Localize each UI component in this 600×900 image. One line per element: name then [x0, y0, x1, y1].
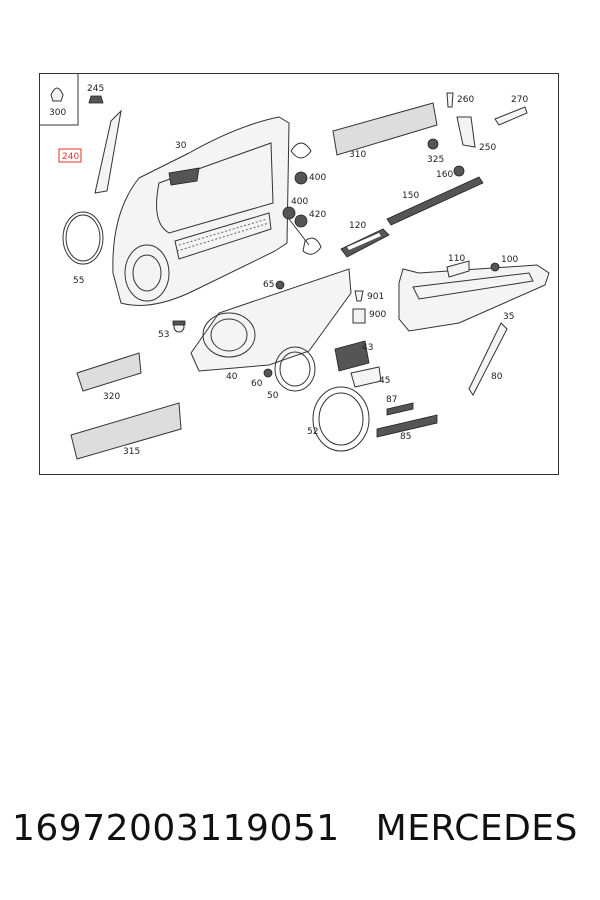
- part-43-switch: [334, 340, 370, 372]
- part-250-bracket: [456, 116, 476, 148]
- callout-110: 110: [448, 254, 465, 264]
- callout-100: 100: [501, 255, 518, 265]
- callout-300: 300: [49, 108, 66, 118]
- callout-53: 53: [158, 330, 169, 340]
- callout-320: 320: [103, 392, 120, 402]
- part-number: 16972003119051: [12, 808, 340, 849]
- callout-40: 40: [226, 372, 238, 382]
- part-80-cover: [468, 322, 508, 396]
- part-260-pin: [446, 92, 454, 108]
- callout-43: 43: [362, 343, 373, 353]
- part-245-nut: [88, 95, 104, 104]
- part-900-socket: [352, 308, 366, 324]
- part-30-door-panel: [112, 116, 290, 306]
- callout-52: 52: [307, 427, 318, 437]
- part-45-cover: [350, 366, 382, 388]
- callout-310: 310: [349, 150, 366, 160]
- parts-diagram-svg: 300 245 240 30 400 400 420 55 65 53 40 6…: [39, 73, 559, 475]
- part-35-rear-panel: [398, 264, 550, 332]
- part-315-mesh: [70, 402, 182, 460]
- callout-87: 87: [386, 395, 397, 405]
- callout-35: 35: [503, 312, 514, 322]
- callout-65: 65: [263, 280, 274, 290]
- callout-400-a: 400: [309, 173, 326, 183]
- part-160-clip: [453, 165, 465, 177]
- callout-900: 900: [369, 310, 386, 320]
- callout-315: 315: [123, 447, 140, 457]
- callout-160: 160: [436, 170, 453, 180]
- part-65-screw: [275, 280, 285, 290]
- part-100-screw: [490, 262, 500, 272]
- callout-420: 420: [309, 210, 326, 220]
- callout-80: 80: [491, 372, 503, 382]
- callout-120: 120: [349, 221, 366, 231]
- callout-240-highlight: [58, 148, 82, 163]
- part-40-lower-panel: [190, 268, 352, 372]
- callout-45: 45: [379, 376, 390, 386]
- brand-name: MERCEDES: [375, 808, 578, 849]
- footer-caption: 16972003119051 MERCEDES: [12, 808, 592, 856]
- callout-325: 325: [427, 155, 444, 165]
- callout-250: 250: [479, 143, 496, 153]
- part-320-mesh: [76, 352, 142, 392]
- callout-260: 260: [457, 95, 474, 105]
- parts-diagram: 300 245 240 30 400 400 420 55 65 53 40 6…: [39, 73, 559, 475]
- callout-901: 901: [367, 292, 384, 302]
- part-420-clip: [288, 218, 322, 255]
- part-50-ring: [274, 346, 316, 392]
- callout-60: 60: [251, 379, 263, 389]
- callout-85: 85: [400, 432, 411, 442]
- part-300-clip: [50, 87, 64, 102]
- callout-150: 150: [402, 191, 419, 201]
- part-55-ring: [62, 211, 104, 265]
- callout-30: 30: [175, 141, 187, 151]
- part-325-nut: [427, 138, 439, 150]
- part-52-ring: [312, 386, 370, 452]
- part-53-pin: [172, 320, 186, 333]
- part-120-handle: [340, 228, 390, 258]
- part-150-strip: [386, 176, 484, 226]
- part-85-badge: [376, 414, 438, 438]
- callout-270: 270: [511, 95, 528, 105]
- inset-box: [39, 73, 79, 126]
- part-240-trim: [94, 109, 122, 194]
- part-400-clip-a: [290, 142, 312, 159]
- part-110-plate: [446, 260, 470, 278]
- part-270-clip: [494, 106, 528, 126]
- callout-245: 245: [87, 84, 104, 94]
- callout-240: 240: [62, 152, 79, 162]
- part-400-clip-b: [282, 171, 308, 228]
- part-60-clip: [263, 368, 273, 378]
- callout-55: 55: [73, 276, 84, 286]
- callout-400-b: 400: [291, 197, 308, 207]
- part-310-mesh: [332, 102, 438, 156]
- part-901-bulb: [354, 290, 364, 302]
- callout-50: 50: [267, 391, 279, 401]
- part-87-badge: [386, 402, 414, 416]
